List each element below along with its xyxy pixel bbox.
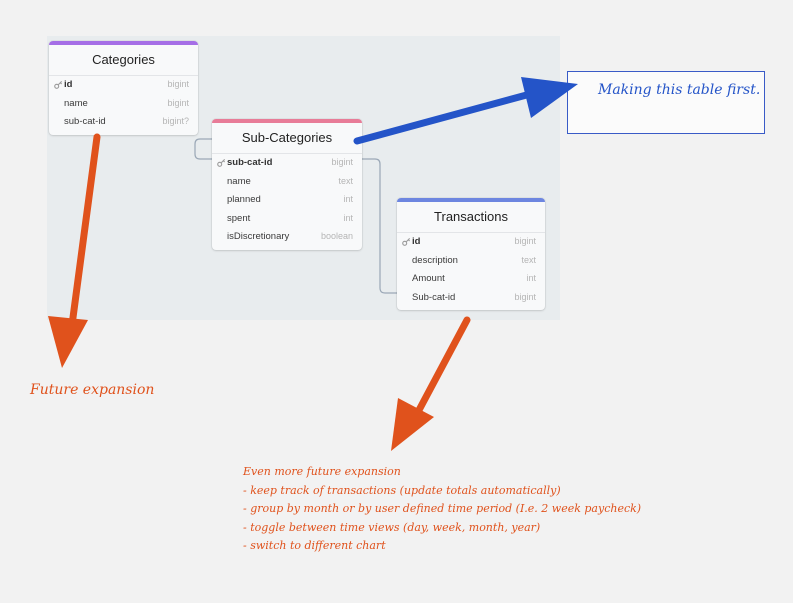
column-name: isDiscretionary — [227, 231, 290, 242]
future-expansion-note: Future expansion — [30, 382, 155, 398]
column-row[interactable]: sub-cat-id bigint — [212, 154, 362, 173]
table-accent-bar — [49, 41, 198, 45]
column-name: description — [412, 254, 458, 266]
table-title: Categories — [49, 45, 198, 76]
table-categories[interactable]: Categories id bigint name bigint sub-cat… — [49, 41, 198, 135]
note-line: - keep track of transactions (update tot… — [243, 483, 561, 497]
column-name: Sub-cat-id — [412, 291, 456, 303]
table-sub-categories[interactable]: Sub-Categories sub-cat-id bigint name te… — [212, 119, 362, 250]
column-row[interactable]: id bigint — [49, 76, 198, 95]
column-type: int — [343, 194, 353, 204]
relation-subcategories-transactions — [362, 158, 398, 294]
column-name: id — [412, 236, 421, 247]
relation-categories-subcategories — [194, 138, 212, 160]
column-type: bigint? — [162, 116, 189, 126]
column-type: text — [521, 254, 536, 265]
column-type: bigint — [331, 157, 353, 167]
column-name: planned — [227, 194, 261, 205]
table-title: Sub-Categories — [212, 123, 362, 154]
orange-arrow-left — [48, 133, 101, 368]
column-type: bigint — [514, 291, 536, 302]
column-type: bigint — [514, 236, 536, 246]
column-type: bigint — [167, 79, 189, 89]
column-name: name — [64, 97, 88, 109]
column-type: text — [338, 175, 353, 186]
column-row[interactable]: description text — [397, 252, 545, 271]
key-icon — [54, 80, 63, 89]
column-type: int — [343, 212, 353, 223]
column-name: Amount — [412, 273, 445, 284]
column-row[interactable]: sub-cat-id bigint? — [49, 113, 198, 132]
column-type: boolean — [320, 231, 353, 241]
note-line: Even more future expansion — [243, 465, 401, 478]
column-row[interactable]: spent int — [212, 210, 362, 229]
column-row[interactable]: Amount int — [397, 270, 545, 289]
blue-arrow — [353, 77, 578, 145]
column-row[interactable]: planned int — [212, 191, 362, 210]
note-line: - switch to different chart — [243, 539, 386, 552]
column-name: id — [64, 79, 73, 90]
table-accent-bar — [212, 119, 362, 123]
table-title: Transactions — [397, 202, 545, 233]
column-name: sub-cat-id — [227, 157, 273, 168]
note-text: Making this table first. — [598, 82, 761, 98]
column-row[interactable]: name text — [212, 173, 362, 192]
table-transactions[interactable]: Transactions id bigint description text … — [397, 198, 545, 310]
column-name: sub-cat-id — [64, 116, 106, 127]
note-line: - group by month or by user defined time… — [243, 502, 642, 515]
column-type: int — [526, 273, 536, 283]
key-icon — [217, 158, 226, 167]
column-type: bigint — [167, 97, 189, 108]
column-name: name — [227, 175, 251, 187]
column-name: spent — [227, 212, 251, 224]
column-row[interactable]: id bigint — [397, 233, 545, 252]
key-icon — [402, 237, 411, 246]
orange-arrow-right — [391, 316, 471, 451]
column-row[interactable]: isDiscretionary boolean — [212, 228, 362, 247]
note-box: Making this table first. — [567, 71, 765, 134]
note-line: - toggle between time views (day, week, … — [243, 520, 541, 534]
column-row[interactable]: name bigint — [49, 95, 198, 114]
more-expansion-note: Even more future expansion - keep track … — [243, 463, 673, 556]
table-accent-bar — [397, 198, 545, 202]
column-row[interactable]: Sub-cat-id bigint — [397, 289, 545, 308]
